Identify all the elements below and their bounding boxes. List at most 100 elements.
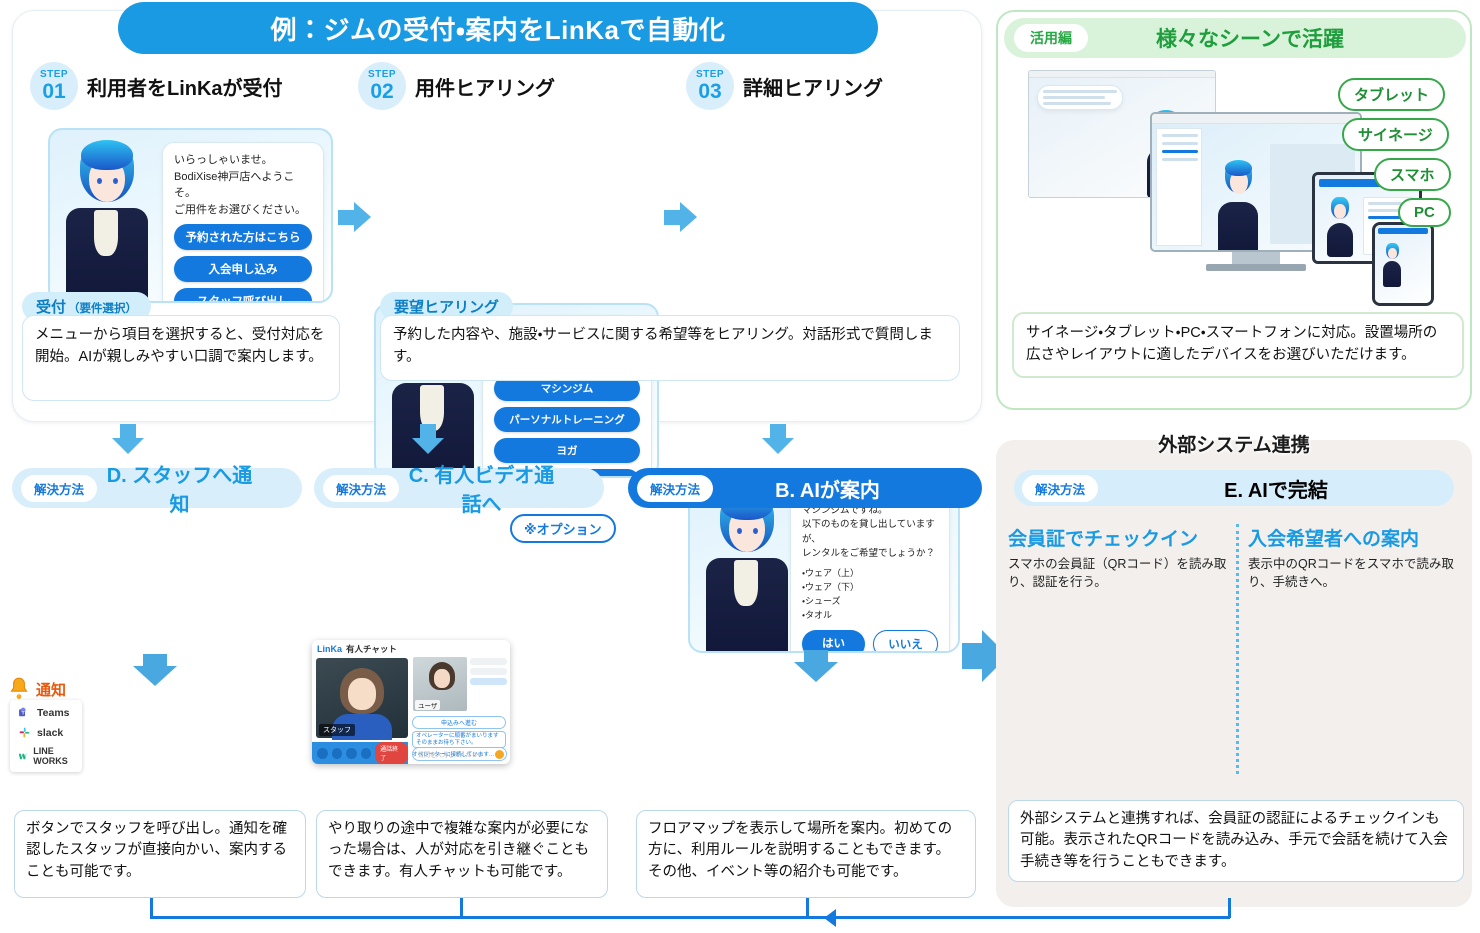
chat-input-wrap[interactable]: 質問を入力してください [412,747,507,761]
smartphone-screen-mock [1372,222,1434,306]
step-02-option-1[interactable]: パーソナルトレーニング [494,407,640,432]
answer-no-button[interactable]: いいえ [873,629,938,651]
screen-share-icon[interactable] [346,747,357,759]
solution-d-description: ボタンでスタッフを呼び出し。通知を確認したスタッフが直接向かい、案内することも可… [14,810,306,898]
signage-mini-bubble [1037,85,1123,110]
notif-app-slack: slack [18,726,74,739]
ai-avatar [696,486,796,651]
ai-avatar [1380,241,1404,287]
rental-item-2: ・シューズ [802,595,841,606]
step-header-02: STEP 02 用件ヒアリング [358,62,555,110]
monitor-stand [1232,252,1280,264]
down-arrow-d [112,424,144,454]
device-badge-tablet: タブレット [1338,78,1446,111]
chat-input[interactable]: 質問を入力してください [418,752,484,759]
step-01-option-2[interactable]: スタッフ呼び出し [174,288,312,301]
flow-arrow-1 [338,202,371,232]
step-03-bubble: マシンジムですね。 以下のものを貸し出していますが、 レンタルをご希望でしょうか… [790,494,950,651]
usage-scenes-header: 活用編 様々なシーンで活躍 [1004,18,1466,58]
step-title-03: 詳細ヒアリング [743,77,883,100]
ai-avatar [1323,195,1357,257]
step-header-01: STEP 01 利用者をLinKaが受付 [30,62,283,110]
rental-item-0: ・ウェア（上） [802,568,860,578]
connector-d-up [150,898,153,918]
more-options-icon[interactable] [360,747,372,759]
solution-header-c: 解決方法 C. 有人ビデオ通話へ [314,465,604,516]
solution-title-d: D. スタッフへ通知 [106,465,253,516]
chat-line-2: オペレーターに接続しています… [412,752,495,759]
external-right-heading: 入会希望者への案内 [1248,529,1420,550]
external-right-text: 表示中のQRコードをスマホで読み取り、手続きへ。 [1248,557,1454,590]
down-arrow-c [412,424,444,454]
step-badge-03: STEP 03 [686,62,734,110]
bell-icon [10,677,28,699]
flow-arrow-2 [664,202,697,232]
pc-sidebar [1156,128,1202,246]
step-03-bubble-text: マシンジムですね。 以下のものを貸し出していますが、 レンタルをご希望でしょうか… [802,505,936,559]
user-video-tile[interactable]: ユーザ [412,656,468,712]
step-01-bubble: いらっしゃいませ。 BodiXise神戸店へようこそ。 ご用件をお選びください。… [162,142,324,301]
step-badge-01: STEP 01 [30,62,78,110]
solution-chip-c: 解決方法 [323,474,400,502]
step-01-option-0[interactable]: 予約された方はこちら [174,224,312,250]
external-left-heading: 会員証でチェックイン [1008,529,1199,550]
solution-b-description: フロアマップを表示して場所を案内。初めての方に、利用ルールを説明することもできま… [636,810,976,898]
video-chat-window: LinKa 有人チャット スタッフ ユーザ 申込みへ進む オペレーターに順番がま… [312,640,510,764]
step-02-option-2[interactable]: ヨガ [494,438,640,463]
main-title-banner: 例：ジムの受付・案内をLinKaで自動化 [118,2,878,54]
linka-brand: LinKa [317,644,343,654]
solution-d-down-arrow [133,654,177,686]
solution-title-c: C. 有人ビデオ通話へ [408,465,555,516]
notif-app-lineworks: LINE WORKS [18,746,74,766]
tablet-topbar [1319,179,1415,187]
external-divider [1236,524,1239,774]
external-left-heading-block: 会員証でチェックイン スマホの会員証（QRコード）を読み取り、認証を行う。 [1008,524,1228,591]
solution-title-e: E. AIで完結 [1224,479,1328,502]
external-right-heading-block: 入会希望者への案内 表示中のQRコードをスマホで読み取り、手続きへ。 [1248,524,1466,591]
video-chat-title: 有人チャット [346,644,397,654]
notif-app-teams: T Teams [18,706,74,719]
staff-video-tile[interactable]: スタッフ [316,658,408,740]
usage-chip: 活用編 [1014,24,1088,52]
usage-title: 様々なシーンで活躍 [1156,28,1344,51]
notification-label: 通知 [36,681,67,699]
solution-chip-d: 解決方法 [21,474,98,502]
connector-arrow-left [824,909,836,927]
connector-e-up [1228,898,1231,918]
answer-yes-button[interactable]: はい [802,629,865,651]
step-01-chat-panel: いらっしゃいませ。 BodiXise神戸店へようこそ。 ご用件をお選びください。… [48,128,333,303]
rental-item-1: ・ウェア（下） [802,581,860,592]
solution-chip-b: 解決方法 [637,474,714,502]
solution-c-description: やり取りの途中で複雑な案内が必要になった場合は、人が対応を引き継ぐこともできます… [316,810,608,898]
connector-b-up [806,898,809,918]
step-02-description: 予約した内容や、施設・サービスに関する希望等をヒアリング。対話形式で質問します。 [380,315,960,381]
solution-chip-e: 解決方法 [1022,474,1099,502]
rental-item-3: ・タオル [802,609,833,620]
chat-line-1: オペレーターに順番がまいりますそのままお待ち下さい。 [412,731,506,749]
step-title-01: 利用者をLinKaが受付 [87,77,283,100]
down-arrow-b [762,424,794,454]
device-badge-smartphone: スマホ [1374,158,1451,191]
connector-horizontal [150,916,1230,919]
ai-avatar [1212,158,1264,250]
step-title-02: 用件ヒアリング [415,77,555,100]
external-left-text: スマホの会員証（QRコード）を読み取り、認証を行う。 [1008,557,1227,590]
external-system-title: 外部システム連携 [1158,435,1310,456]
solution-header-d: 解決方法 D. スタッフへ通知 [12,465,302,516]
external-description: 外部システムと連携すれば、会員証の認証によるチェックインも可能。表示されたQRコ… [1008,800,1464,883]
mic-icon[interactable] [317,747,328,759]
connector-c-up [460,898,463,918]
device-badge-pc: PC [1398,198,1451,227]
usage-scenes-description: サイネージ・タブレット・PC・スマートフォンに対応。設置場所の広さやレイアウトに… [1012,312,1464,378]
solution-header-e: 解決方法 E. AIで完結 [1014,470,1454,506]
step-header-03: STEP 03 詳細ヒアリング [686,62,883,110]
camera-icon[interactable] [331,747,343,759]
chat-transcript [470,658,507,736]
device-badge-signage: サイネージ [1342,118,1449,151]
end-call-button[interactable]: 通話終了 [375,742,409,764]
user-label: ユーザ [415,700,441,710]
chat-line-0[interactable]: 申込みへ進む [412,716,506,729]
send-icon[interactable] [495,749,504,759]
step-01-bubble-text: いらっしゃいませ。 BodiXise神戸店へようこそ。 ご用件をお選びください。 [174,154,306,216]
step-01-option-1[interactable]: 入会申し込み [174,256,312,282]
